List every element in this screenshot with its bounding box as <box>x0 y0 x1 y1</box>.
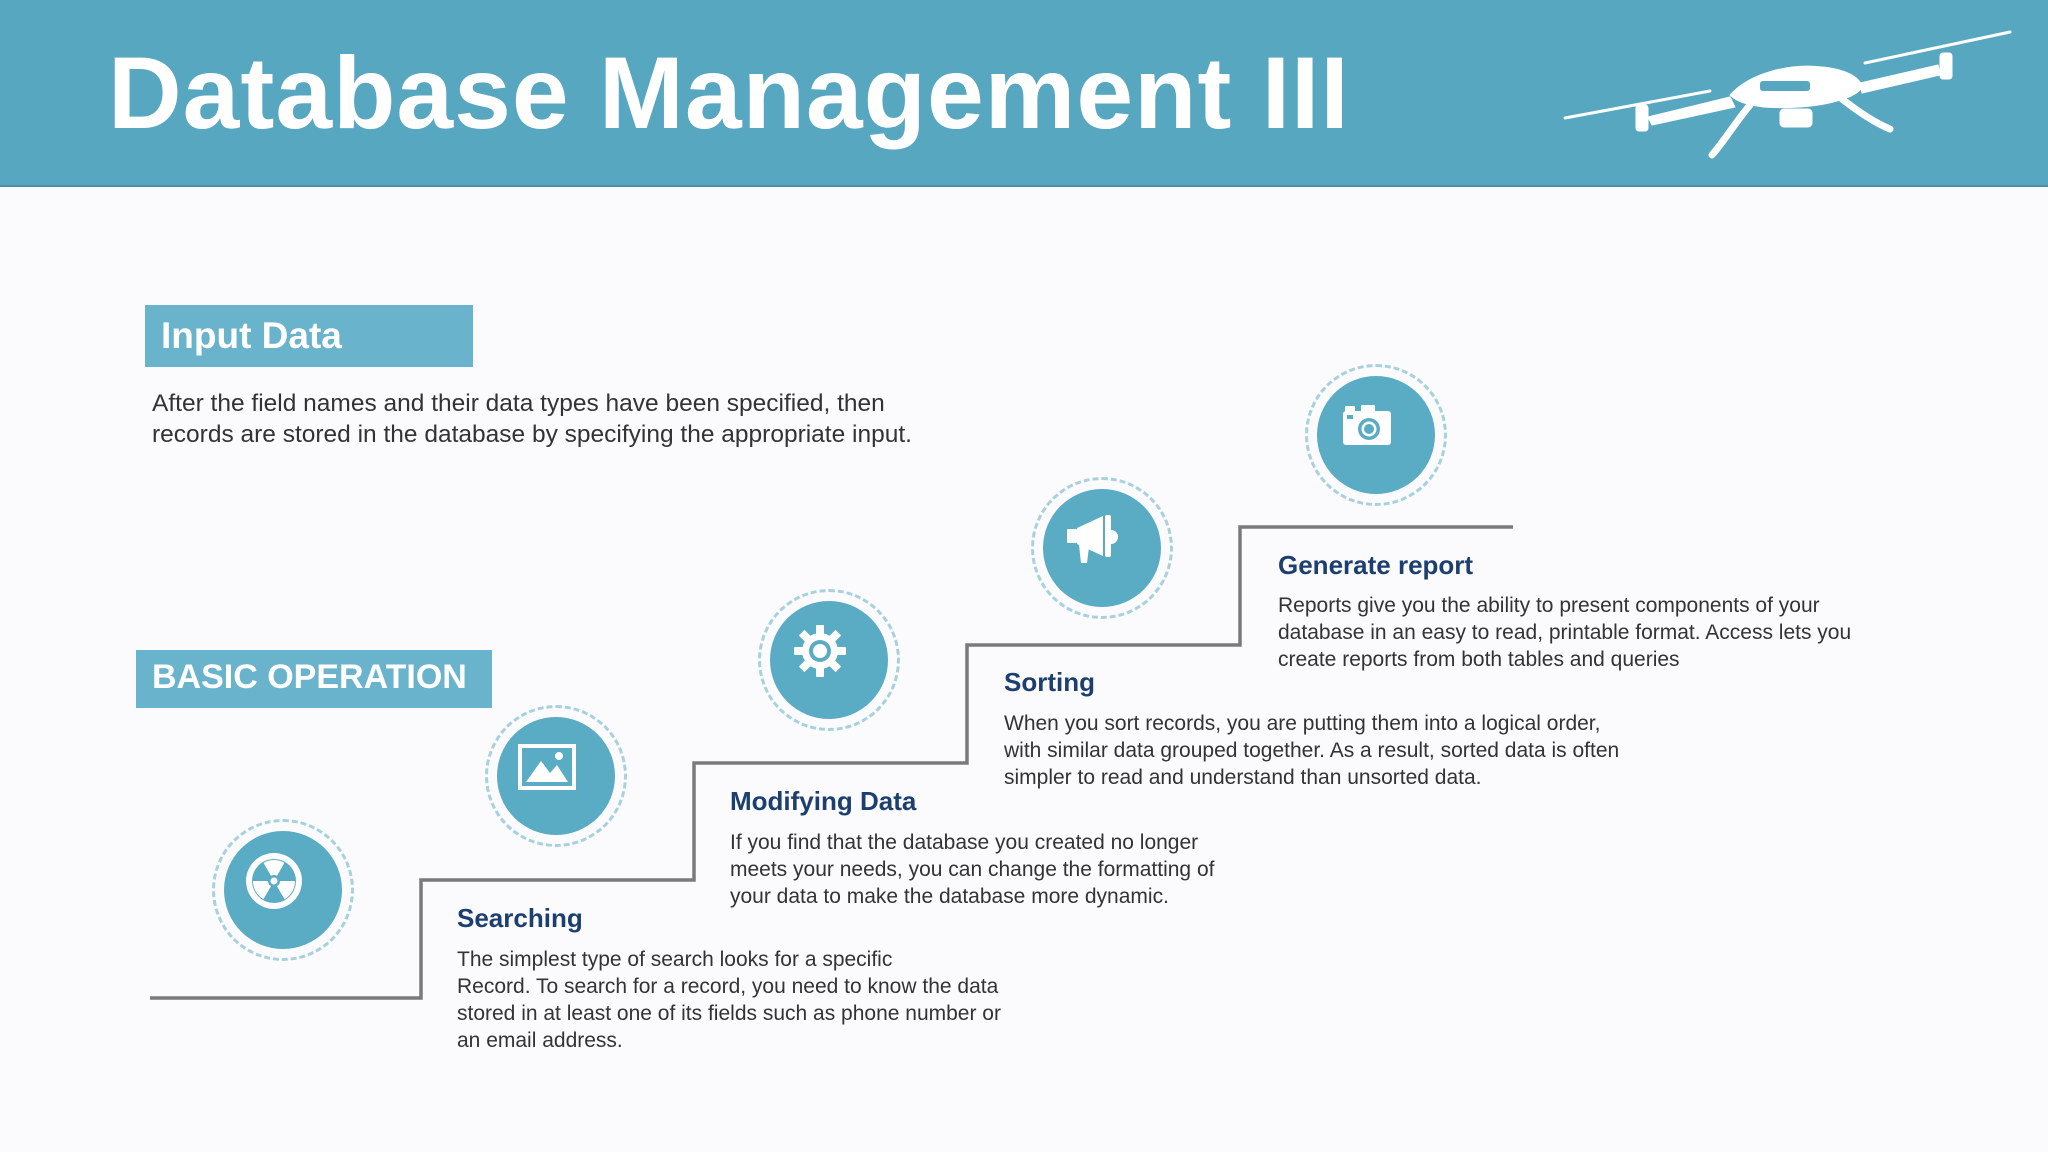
gear-step-circle <box>758 589 900 731</box>
sorting-title: Sorting <box>1004 667 1095 697</box>
megaphone-step-circle <box>1031 477 1173 619</box>
generate-report-description: Reports give you the ability to present … <box>1278 594 1852 671</box>
camera-step-circle <box>1305 364 1447 506</box>
page-title: Database Management III <box>108 36 1350 150</box>
megaphone-icon <box>1067 515 1118 563</box>
image-icon <box>518 744 576 790</box>
camera-icon <box>1343 405 1391 445</box>
input-data-description: After the field names and their data typ… <box>152 390 912 448</box>
modifying-data-title: Modifying Data <box>730 786 917 816</box>
gear-icon <box>794 625 846 677</box>
drone-icon <box>1563 30 2012 159</box>
searching-description: The simplest type of search looks for a … <box>457 948 1001 1052</box>
radiation-icon <box>246 853 302 909</box>
modifying-data-description: If you find that the database you create… <box>730 831 1215 908</box>
basic-operation-label: BASIC OPERATION <box>136 650 492 708</box>
sorting-description: When you sort records, you are putting t… <box>1004 712 1620 789</box>
image-step-circle <box>485 705 627 847</box>
input-data-label: Input Data <box>145 305 473 367</box>
radiation-step-circle <box>212 819 354 961</box>
header-banner: Database Management III <box>0 0 2048 187</box>
generate-report-title: Generate report <box>1278 550 1474 580</box>
searching-title: Searching <box>457 903 583 933</box>
